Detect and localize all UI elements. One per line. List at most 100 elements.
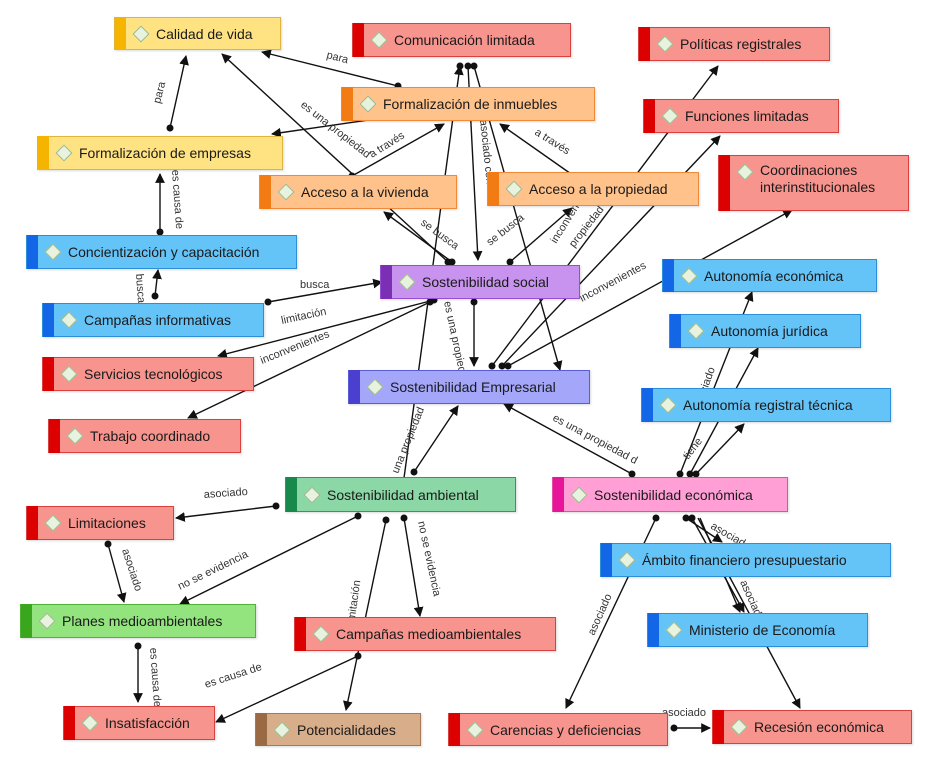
diamond-icon bbox=[505, 180, 523, 198]
node-label: Autonomía económica bbox=[704, 267, 844, 284]
node-label: Acceso a la propiedad bbox=[529, 181, 668, 197]
node-label: Servicios tecnológicos bbox=[84, 366, 223, 382]
diamond-icon bbox=[466, 721, 484, 738]
edge-line bbox=[509, 207, 573, 263]
diamond-icon bbox=[66, 427, 84, 445]
node-label: Limitaciones bbox=[68, 515, 146, 531]
diamond-icon bbox=[60, 365, 78, 383]
node-campanas-medioambientales[interactable]: Campañas medioambientales bbox=[294, 617, 556, 651]
edge-label: limitación bbox=[280, 306, 327, 327]
node-limitaciones[interactable]: Limitaciones bbox=[26, 506, 174, 540]
node-label: Recesión económica bbox=[754, 719, 884, 735]
diamond-icon bbox=[687, 322, 705, 340]
node-label: Campañas medioambientales bbox=[336, 626, 522, 642]
diamond-icon bbox=[273, 721, 291, 738]
node-concientizacion[interactable]: Concientización y capacitación bbox=[26, 235, 297, 269]
node-formalizacion-empresas[interactable]: Formalización de empresas bbox=[37, 136, 283, 170]
diamond-icon bbox=[370, 31, 388, 49]
edge-line bbox=[169, 55, 189, 129]
node-politicas-registrales[interactable]: Políticas registrales bbox=[638, 27, 830, 61]
edge-label: asociado bbox=[203, 486, 248, 501]
node-sostenibilidad-social[interactable]: Sostenibilidad social bbox=[380, 265, 580, 299]
node-label: Formalización de inmuebles bbox=[383, 96, 558, 112]
node-potencialidades[interactable]: Potencialidades bbox=[255, 713, 421, 746]
node-planes-medioambientales[interactable]: Planes medioambientales bbox=[20, 604, 256, 638]
edge-line bbox=[413, 405, 459, 473]
edge-line bbox=[261, 49, 399, 87]
edge-line bbox=[503, 403, 633, 475]
node-label: Campañas informativas bbox=[84, 312, 232, 328]
node-label: Autonomía registral técnica bbox=[683, 397, 853, 413]
edge-line bbox=[695, 423, 745, 475]
edge-line bbox=[267, 278, 383, 303]
node-label: Políticas registrales bbox=[680, 36, 802, 52]
node-label: Potencialidades bbox=[297, 721, 396, 738]
diamond-icon bbox=[132, 25, 150, 42]
node-coordinaciones[interactable]: Coordinaciones interinstitucionales bbox=[718, 155, 909, 211]
diamond-icon bbox=[661, 107, 679, 125]
node-label: Acceso a la vivienda bbox=[301, 184, 429, 200]
node-label: Sostenibilidad económica bbox=[594, 486, 753, 503]
node-sostenibilidad-empresarial[interactable]: Sostenibilidad Empresarial bbox=[348, 370, 590, 404]
node-label: Formalización de empresas bbox=[79, 145, 251, 161]
node-acceso-vivienda[interactable]: Acceso a la vivienda bbox=[259, 175, 457, 209]
diamond-icon bbox=[359, 95, 377, 113]
node-ambito-financiero[interactable]: Ámbito financiero presupuestario bbox=[600, 543, 891, 577]
node-ministerio-economia[interactable]: Ministerio de Economía bbox=[647, 613, 868, 647]
node-label: Concientización y capacitación bbox=[68, 244, 260, 260]
node-acceso-propiedad[interactable]: Acceso a la propiedad bbox=[487, 172, 699, 206]
node-label: Insatisfacción bbox=[105, 715, 190, 731]
node-recesion-economica[interactable]: Recesión económica bbox=[712, 710, 912, 744]
edge-label: se busca bbox=[418, 217, 461, 253]
edge-label: no se evidencia bbox=[415, 520, 443, 598]
diamond-icon bbox=[366, 378, 384, 396]
edge-line bbox=[221, 53, 449, 263]
node-autonomia-juridica[interactable]: Autonomía jurídica bbox=[669, 314, 861, 348]
edge-label: tiene bbox=[681, 436, 705, 462]
diamond-icon bbox=[659, 396, 677, 414]
node-autonomia-registral[interactable]: Autonomía registral técnica bbox=[641, 388, 891, 422]
edge-label: es una propiedad d bbox=[551, 412, 640, 467]
edge-line bbox=[507, 209, 793, 367]
edge-line bbox=[215, 655, 359, 723]
node-carencias[interactable]: Carencias y deficiencias bbox=[448, 713, 668, 746]
node-insatisfaccion[interactable]: Insatisfacción bbox=[63, 706, 215, 740]
edge-line bbox=[343, 519, 387, 711]
diamond-icon bbox=[60, 311, 78, 329]
node-calidad-de-vida[interactable]: Calidad de vida bbox=[114, 17, 281, 50]
edge-label: inconvenientes bbox=[259, 328, 332, 367]
diamond-icon bbox=[303, 486, 321, 503]
node-label: Carencias y deficiencias bbox=[490, 721, 641, 738]
node-label: Coordinaciones interinstitucionales bbox=[760, 162, 876, 195]
node-autonomia-economica[interactable]: Autonomía económica bbox=[662, 259, 877, 292]
node-label: Sostenibilidad social bbox=[422, 274, 549, 290]
node-sostenibilidad-ambiental[interactable]: Sostenibilidad ambiental bbox=[285, 477, 516, 512]
node-label: Autonomía jurídica bbox=[711, 323, 828, 339]
diamond-icon bbox=[730, 718, 748, 736]
node-formalizacion-inmuebles[interactable]: Formalización de inmuebles bbox=[341, 87, 595, 121]
edge-line bbox=[152, 269, 162, 297]
edge-label: es causa de bbox=[203, 661, 263, 691]
edge-line bbox=[107, 543, 127, 603]
edge-label: busca bbox=[133, 273, 147, 304]
node-campanas-informativas[interactable]: Campañas informativas bbox=[42, 303, 264, 337]
diamond-icon bbox=[665, 621, 683, 639]
edge-label: para bbox=[325, 49, 350, 66]
edge-label: una propiedad bbox=[390, 405, 427, 475]
node-funciones-limitadas[interactable]: Funciones limitadas bbox=[643, 99, 839, 133]
node-label: Trabajo coordinado bbox=[90, 428, 211, 444]
node-comunicacion-limitada[interactable]: Comunicación limitada bbox=[352, 23, 571, 57]
node-servicios-tecnologicos[interactable]: Servicios tecnológicos bbox=[42, 357, 254, 391]
node-label: Sostenibilidad ambiental bbox=[327, 486, 479, 503]
edge-label: no se evidencia bbox=[176, 548, 251, 593]
diamond-icon bbox=[736, 163, 754, 181]
node-sostenibilidad-economica[interactable]: Sostenibilidad económica bbox=[552, 477, 788, 512]
diamond-icon bbox=[312, 625, 330, 643]
edge-label: asociado bbox=[662, 707, 706, 719]
edge-label: busca bbox=[300, 279, 330, 291]
edge-label: inconvenientes bbox=[578, 259, 649, 304]
edge-line bbox=[175, 505, 277, 522]
diamond-icon bbox=[398, 273, 416, 291]
node-label: Ámbito financiero presupuestario bbox=[642, 552, 847, 568]
node-trabajo-coordinado[interactable]: Trabajo coordinado bbox=[48, 419, 241, 453]
